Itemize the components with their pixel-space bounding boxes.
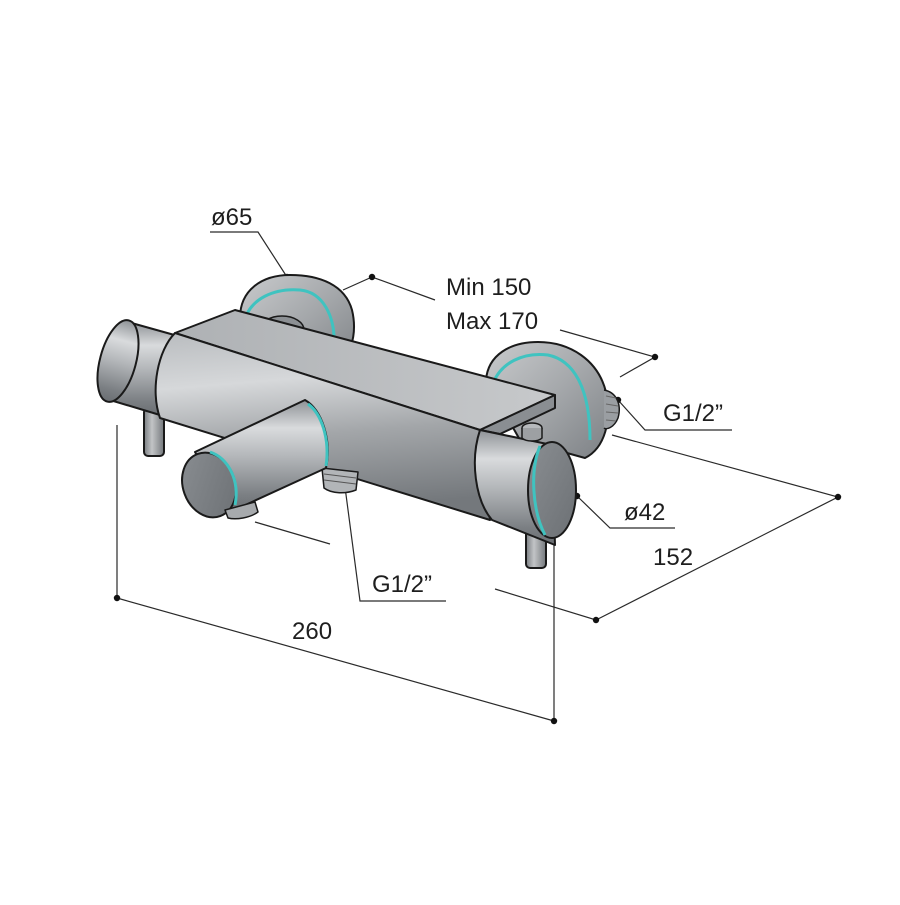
- wall-distance-min-label: Min 150: [446, 274, 532, 301]
- inlet-thread-label: G1/2”: [663, 400, 724, 427]
- spout: [181, 399, 329, 520]
- thermostat-handle: [473, 422, 577, 546]
- rosette-diameter-leader: [210, 231, 288, 278]
- dimension-lines: [116, 231, 840, 722]
- outlet-thread-leader: [344, 486, 446, 602]
- tap: [96, 274, 620, 569]
- hose-outlet: [321, 467, 359, 494]
- depth-dimension-line: [494, 434, 840, 621]
- wall-distance-max-label: Max 170: [446, 308, 539, 335]
- width-dimension-line: [116, 597, 555, 722]
- outlet-thread-label: G1/2”: [372, 571, 433, 598]
- inlet-thread-leader: [617, 399, 732, 431]
- depth-label: 152: [653, 544, 694, 571]
- wall-distance-line-left: [342, 276, 436, 301]
- rosette-diameter-label: ø65: [211, 204, 253, 231]
- spout-extension-line: [254, 521, 331, 545]
- width-label: 260: [292, 618, 333, 645]
- handle-diameter-leader: [576, 495, 675, 529]
- handle-diameter-label: ø42: [624, 499, 666, 526]
